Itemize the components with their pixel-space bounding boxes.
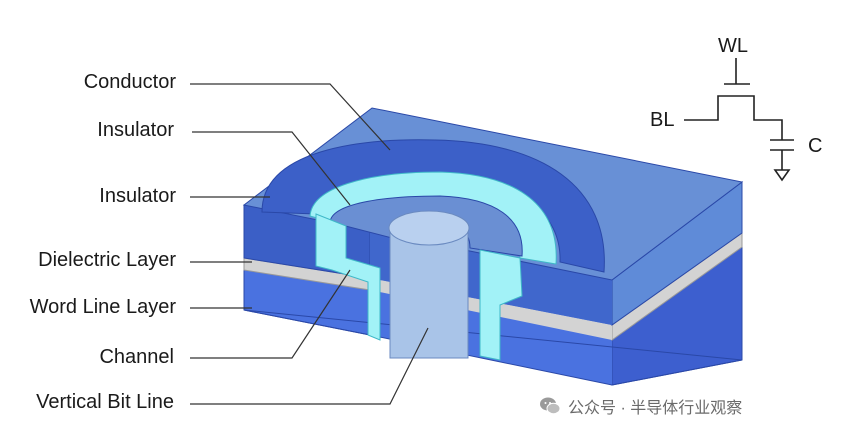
label-vertical-bit-line: Vertical Bit Line: [36, 391, 174, 413]
label-word-line-layer: Word Line Layer: [29, 296, 176, 318]
vertical-bit-line: [388, 210, 470, 359]
watermark: 公众号 · 半导体行业观察: [538, 394, 742, 418]
leader-channel: [190, 269, 351, 359]
leader-lines: [190, 83, 429, 405]
channel-liner: [315, 213, 523, 361]
transistor-channel: [684, 95, 783, 140]
label-insulator-middle: Insulator: [99, 185, 176, 207]
wechat-icon: [540, 397, 561, 415]
schematic-wl-label: WL: [718, 35, 748, 57]
label-channel: Channel: [99, 346, 174, 368]
ground-icon: [773, 169, 791, 182]
leader-bit-line: [190, 327, 429, 405]
schematic-bl-label: BL: [650, 109, 675, 131]
label-dielectric-layer: Dielectric Layer: [38, 249, 176, 271]
leader-insulator-1: [192, 131, 351, 206]
watermark-text: 公众号 · 半导体行业观察: [568, 400, 743, 417]
label-insulator-top: Insulator: [97, 119, 174, 141]
leader-conductor: [190, 83, 391, 151]
cell-schematic: [684, 58, 794, 170]
schematic-c-label: C: [808, 135, 823, 157]
label-conductor: Conductor: [83, 71, 176, 93]
